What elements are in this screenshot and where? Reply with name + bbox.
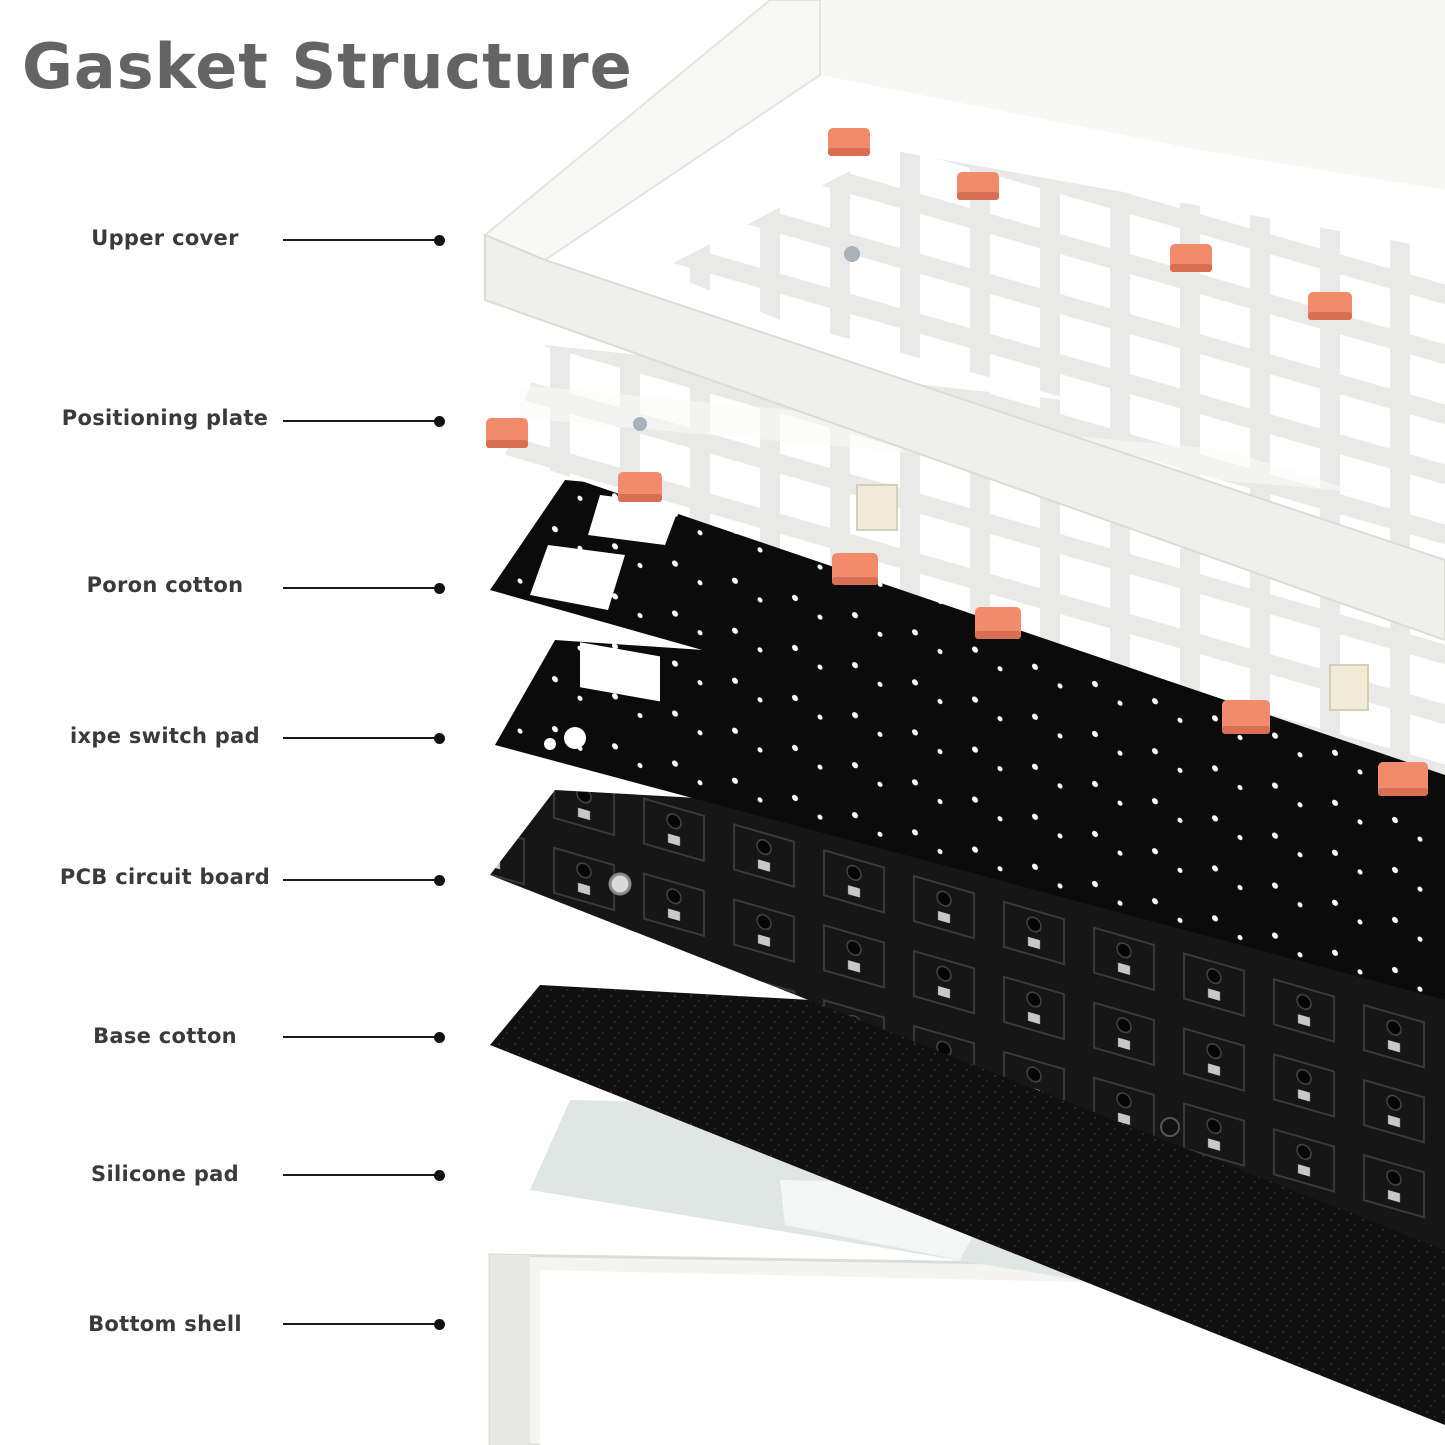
leader-dot-positioning-plate — [434, 416, 445, 427]
gasket-pad — [486, 418, 528, 448]
leader-dot-ixpe-switch-pad — [434, 733, 445, 744]
leader-dot-silicone-pad — [434, 1170, 445, 1181]
label-ixpe-switch-pad: ixpe switch pad — [70, 724, 260, 748]
leader-dot-pcb-circuit-board — [434, 875, 445, 886]
leader-line-bottom-shell — [283, 1323, 437, 1325]
leader-line-base-cotton — [283, 1036, 437, 1038]
page-title: Gasket Structure — [22, 30, 633, 103]
gasket-pad — [832, 553, 878, 585]
leader-dot-base-cotton — [434, 1032, 445, 1043]
label-upper-cover: Upper cover — [91, 226, 239, 250]
label-positioning-plate: Positioning plate — [61, 406, 269, 430]
label-base-cotton: Base cotton — [93, 1024, 237, 1048]
gasket-pad — [975, 607, 1021, 639]
gasket-pad — [1170, 244, 1212, 272]
gasket-pad — [1378, 762, 1428, 796]
leader-dot-upper-cover — [434, 235, 445, 246]
upper-cover-layer — [483, 0, 1445, 642]
gasket-pad — [957, 172, 999, 200]
leader-line-upper-cover — [283, 239, 437, 241]
leader-dot-bottom-shell — [434, 1319, 445, 1330]
gasket-pad — [828, 128, 870, 156]
leader-line-positioning-plate — [283, 420, 437, 422]
leader-line-ixpe-switch-pad — [283, 737, 437, 739]
label-poron-cotton: Poron cotton — [86, 573, 244, 597]
gasket-pad — [618, 472, 662, 502]
label-bottom-shell: Bottom shell — [88, 1312, 242, 1336]
leader-dot-poron-cotton — [434, 583, 445, 594]
gasket-pad — [1222, 700, 1270, 734]
leader-line-silicone-pad — [283, 1174, 437, 1176]
gasket-pads — [486, 128, 1428, 796]
label-silicone-pad: Silicone pad — [91, 1162, 239, 1186]
label-pcb-circuit-board: PCB circuit board — [59, 865, 271, 889]
leader-line-pcb-circuit-board — [283, 879, 437, 881]
leader-line-poron-cotton — [283, 587, 437, 589]
gasket-pad — [1308, 292, 1352, 320]
